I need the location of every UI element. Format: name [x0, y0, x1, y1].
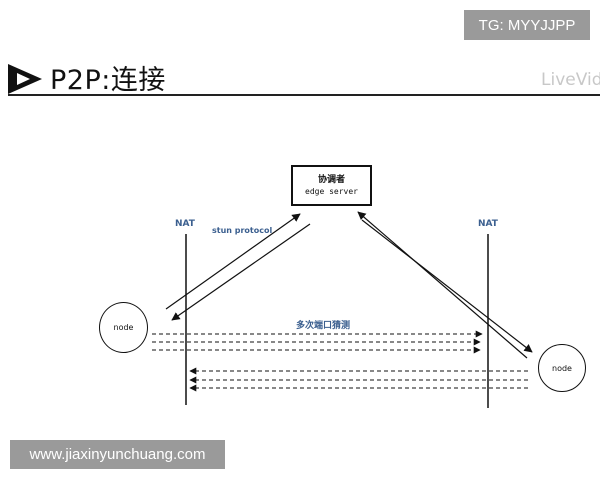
stun-request-arrow [165, 213, 301, 310]
play-arrow-icon [8, 64, 42, 94]
site-url-badge: www.jiaxinyunchuang.com [10, 440, 225, 469]
punch-arrows-right [152, 330, 483, 354]
punch-arrows-left [189, 367, 528, 392]
stun-response-arrow [171, 223, 311, 321]
tg-watermark-badge: TG: MYYJJPP [464, 10, 590, 40]
right-node-to-server-arrow [357, 211, 528, 359]
stun-protocol-label: stun protocol [212, 226, 273, 235]
node-right: node [538, 344, 586, 392]
node-left: node [99, 302, 148, 353]
port-guessing-label: 多次端口猜测 [296, 321, 351, 331]
livevideo-logo: LiveVid [541, 70, 600, 90]
nat-right-label: NAT [478, 219, 498, 229]
coordinator-title: 协调者 [317, 174, 345, 185]
coordinator-edge-server-box: 协调者 edge server [291, 165, 372, 206]
title-divider [8, 94, 600, 96]
nat-left-label: NAT [175, 219, 195, 229]
page-title: P2P:连接 [50, 65, 166, 96]
server-to-right-node-arrow [361, 219, 533, 353]
coordinator-subtitle: edge server [305, 186, 358, 196]
